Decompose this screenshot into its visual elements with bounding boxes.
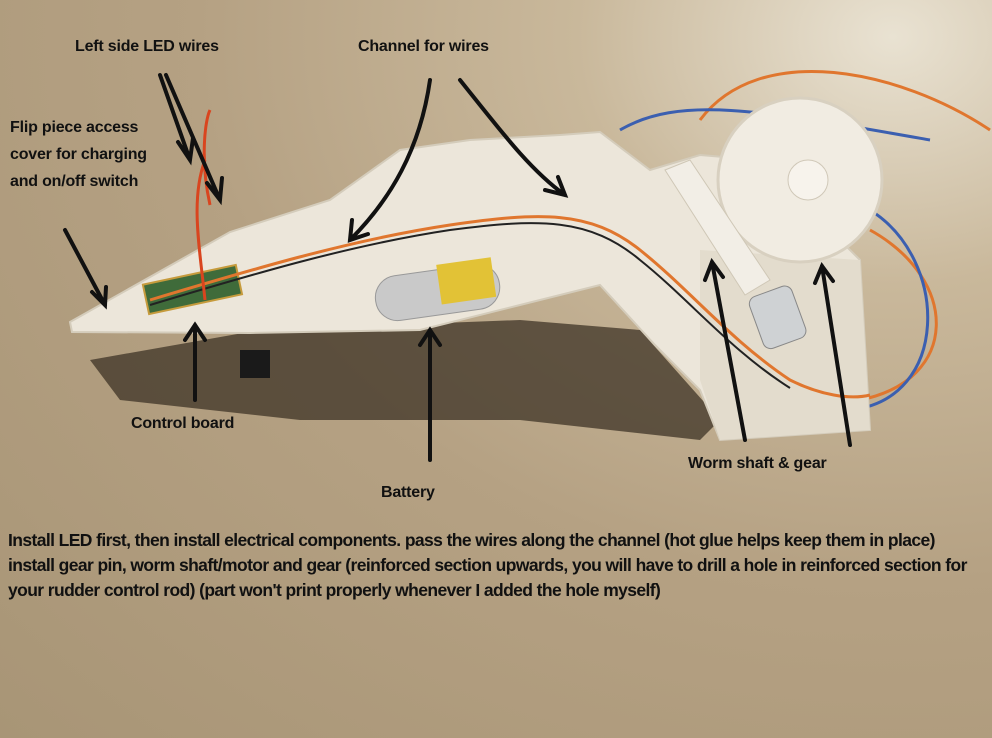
instructions-text: Install LED first, then install electric… <box>8 530 967 600</box>
label-flip-piece: Flip piece access cover for charging and… <box>10 119 147 190</box>
worm-shaft <box>664 159 771 296</box>
red-led-wire <box>195 109 212 301</box>
arrow-channel-2 <box>458 78 569 198</box>
arrow-board <box>183 321 207 402</box>
label-battery: Battery <box>381 484 435 501</box>
arrow-led-2 <box>164 73 224 206</box>
annotation-arrows <box>63 73 852 462</box>
motor <box>748 285 807 350</box>
arrow-worm <box>703 257 747 442</box>
arrow-channel-1 <box>347 78 432 243</box>
battery-label <box>436 257 497 305</box>
black-wire <box>149 222 791 389</box>
label-channel-for-wires: Channel for wires <box>358 38 489 55</box>
gear-hub <box>787 159 829 201</box>
arrow-gear <box>813 261 852 447</box>
label-left-led-wires: Left side LED wires <box>75 38 219 55</box>
arrow-led-1 <box>158 73 195 166</box>
blue-wire <box>619 108 931 412</box>
channel-wires <box>149 215 871 399</box>
label-control-board: Control board <box>131 415 235 432</box>
arrow-battery <box>418 326 442 462</box>
arrow-flip <box>63 228 108 310</box>
switch <box>240 350 270 378</box>
label-worm-shaft-gear: Worm shaft & gear <box>688 455 827 472</box>
